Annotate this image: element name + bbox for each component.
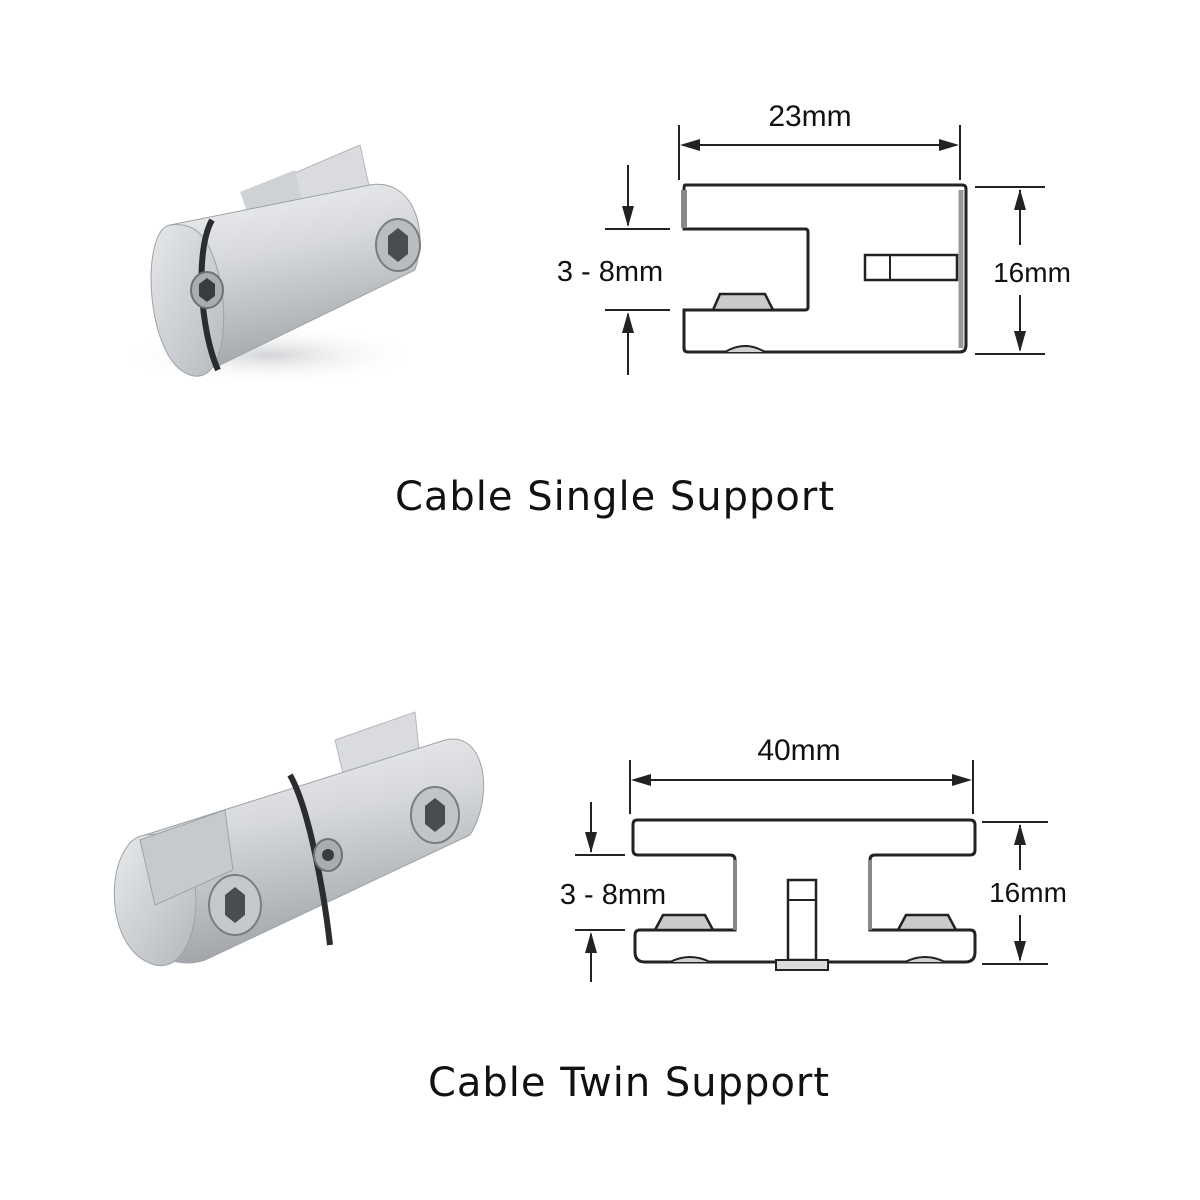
twin-support-section: 40mm 16mm 3 - 8mm Cable Twin Support (0, 600, 1200, 1160)
twin-support-title: Cable Twin Support (427, 1060, 831, 1106)
single-gap-label: 3 - 8mm (557, 256, 663, 288)
twin-gap-label: 3 - 8mm (560, 879, 666, 911)
twin-support-photo (113, 711, 485, 967)
single-support-photo (120, 144, 421, 385)
single-height-label: 16mm (993, 257, 1071, 288)
single-support-drawing: 23mm 16mm 3 - 8mm (557, 100, 1071, 375)
single-width-label: 23mm (768, 100, 851, 133)
single-support-title: Cable Single Support (394, 474, 836, 520)
twin-support-drawing: 40mm 16mm 3 - 8mm (560, 734, 1067, 982)
single-support-section: 23mm 16mm 3 - 8mm Cable Single Support (0, 0, 1200, 560)
twin-width-label: 40mm (757, 734, 840, 767)
twin-height-label: 16mm (989, 877, 1067, 908)
